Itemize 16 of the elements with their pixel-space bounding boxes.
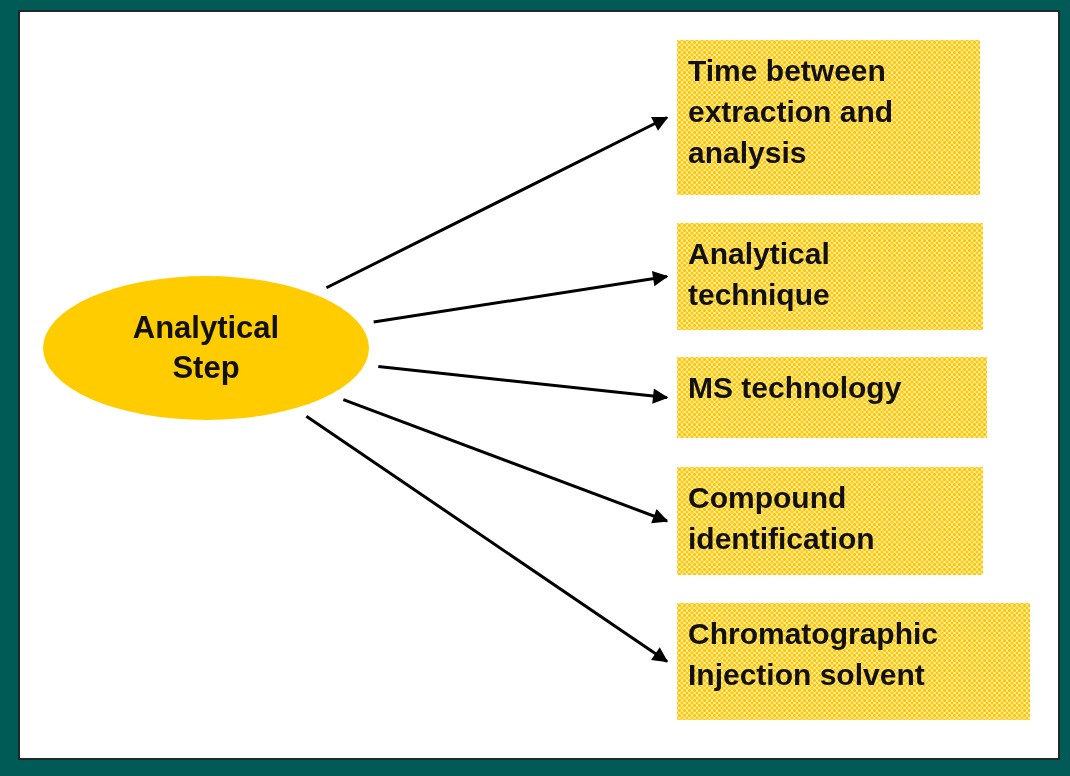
factor-label: Chromatographic Injection solvent: [688, 616, 940, 694]
factor-box: [677, 40, 980, 195]
factor-label: Compound identification: [688, 480, 876, 558]
factor-label: Time between extraction and analysis: [688, 53, 895, 172]
arrow: [378, 365, 669, 404]
factor-label: Analytical technique: [688, 236, 831, 314]
factor-box: [677, 603, 1030, 720]
factor-box: [677, 357, 987, 438]
arrow: [342, 398, 669, 524]
factor-box: [677, 223, 983, 330]
arrow: [325, 116, 669, 290]
factor-label: MS technology: [688, 370, 903, 406]
arrow: [373, 271, 669, 324]
factor-box: [677, 467, 983, 575]
arrow: [305, 415, 669, 663]
ellipse-label: Analytical Step: [131, 308, 281, 387]
